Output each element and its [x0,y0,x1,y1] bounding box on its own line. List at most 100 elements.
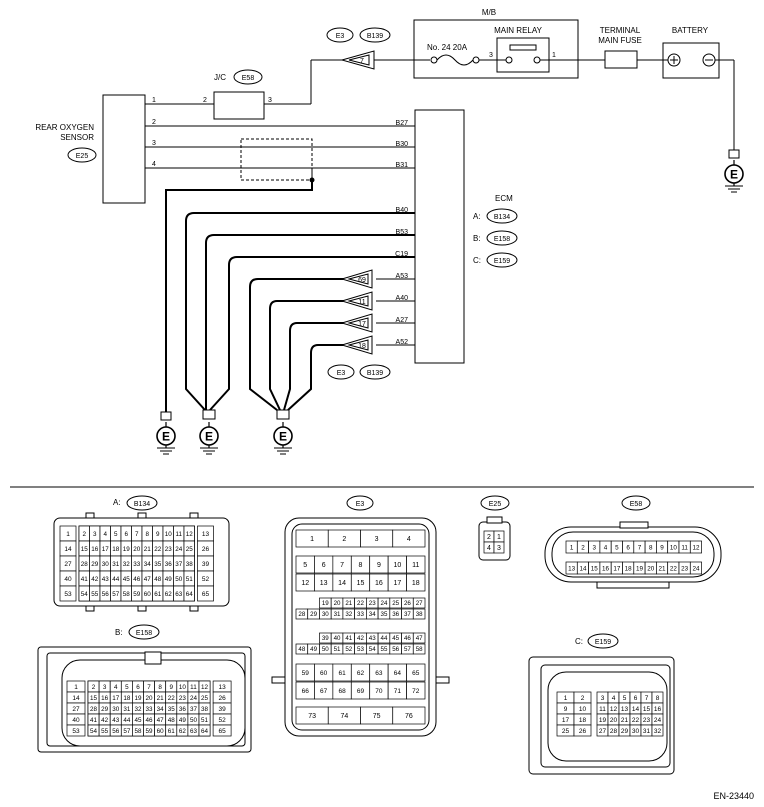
rear-oxygen-sensor: REAR OXYGEN SENSOR E25 1 2 3 4 [35,94,156,204]
e3-pin-69: 69 [358,277,366,284]
pin-number: 37 [190,706,198,713]
pin-number: 3 [375,536,379,543]
pin-number: 42 [357,635,364,642]
pin-number: 23 [179,695,187,702]
pin-number: 24 [654,717,662,724]
connector-e3-b139-top: E3 B139 7 [326,27,391,70]
pin-number: 75 [373,713,381,720]
relay-pin-3: 3 [489,52,493,59]
pin-number: 8 [145,531,149,538]
pin-number: 60 [157,728,165,735]
pin-number: 9 [156,531,160,538]
pin-number: 10 [179,684,187,691]
pin-number: 67 [320,688,328,695]
pin-number: 45 [134,717,142,724]
pin-cell [406,555,426,574]
pin-number: 6 [626,544,630,551]
pin-number: 34 [369,611,376,618]
pin-number: 32 [123,561,131,568]
battery-ground-terminal [728,149,740,159]
pin-number: 25 [392,600,399,607]
pin-number: 46 [133,576,141,583]
pin-number: 20 [133,546,141,553]
pin-number: 51 [186,576,194,583]
pin-number: 22 [670,565,678,572]
pin-number: 15 [90,695,98,702]
pin-number: 56 [392,646,399,653]
pin-cell [197,585,214,602]
e159-face-label: E159 [595,639,611,646]
pin-number: 13 [320,580,328,587]
pin-number: 61 [338,670,346,677]
pin-number: 55 [381,646,388,653]
pin-number: 53 [72,728,80,735]
pin-number: 47 [416,635,423,642]
battery-label: BATTERY [672,26,709,35]
pin-number: 6 [322,562,326,569]
pin-cell [412,597,426,609]
pin-number: 76 [405,713,413,720]
pin-cell [689,540,702,554]
pin-number: 2 [581,544,585,551]
pin-number: 24 [175,546,183,553]
pin-number: 16 [602,565,610,572]
grounds [156,409,293,455]
pin-number: 18 [625,565,633,572]
pin-cell [412,643,426,655]
pin-number: 17 [613,565,621,572]
pin-number: 48 [168,717,176,724]
relay-pin-1: 1 [552,52,556,59]
pin-number: 23 [369,600,376,607]
pin-number: 1 [497,534,501,541]
pin-number: 29 [91,561,99,568]
pin-number: 2 [82,531,86,538]
pin-number: 58 [123,591,131,598]
pin-number: 11 [681,544,688,551]
pin-number: 4 [407,536,411,543]
pin-number: 32 [345,611,352,618]
pin-number: 55 [91,591,99,598]
pin-number: 59 [302,670,310,677]
terminal-main-fuse: TERMINAL MAIN FUSE [598,26,642,69]
pin-number: 21 [659,565,667,572]
pin-number: 3 [93,531,97,538]
pin-number: 5 [615,544,619,551]
pin-number: 21 [157,695,165,702]
pin-number: 1 [66,531,70,538]
pin-number: 16 [101,695,109,702]
main-fuse-label: MAIN FUSE [598,36,642,45]
terminal-label: TERMINAL [600,26,641,35]
top-wiring [145,59,735,150]
pin-number: 3 [592,544,596,551]
pin-number: 32 [134,706,142,713]
pin-number: 52 [345,646,352,653]
pin-number: 54 [81,591,89,598]
jc-pin-2: 2 [203,97,207,104]
pin-number: 57 [112,591,120,598]
pin-number: 47 [157,717,165,724]
pin-number: 28 [90,706,98,713]
pin-number: 15 [643,706,651,713]
pin-number: 25 [201,695,209,702]
pin-number: 41 [90,717,98,724]
pin-number: 11 [175,531,182,538]
ground-icon [273,421,293,455]
pin-number: 26 [218,695,226,702]
pin-number: 43 [369,635,376,642]
pin-number: 19 [123,546,131,553]
pin-number: 5 [623,695,627,702]
pin-number: 28 [81,561,89,568]
pin-number: 57 [404,646,411,653]
pin-number: 41 [345,635,352,642]
pin-number: 28 [610,728,618,735]
pin-number: 3 [601,695,605,702]
pin-number: 64 [394,670,402,677]
pin-number: 52 [218,717,226,724]
pin-number: 13 [621,706,629,713]
pin-cell [651,724,664,737]
pin-number: 14 [579,565,587,572]
pin-number: 25 [562,728,570,735]
pin-number: 56 [112,728,120,735]
pin-number: 1 [74,684,78,691]
pin-number: 33 [357,611,364,618]
